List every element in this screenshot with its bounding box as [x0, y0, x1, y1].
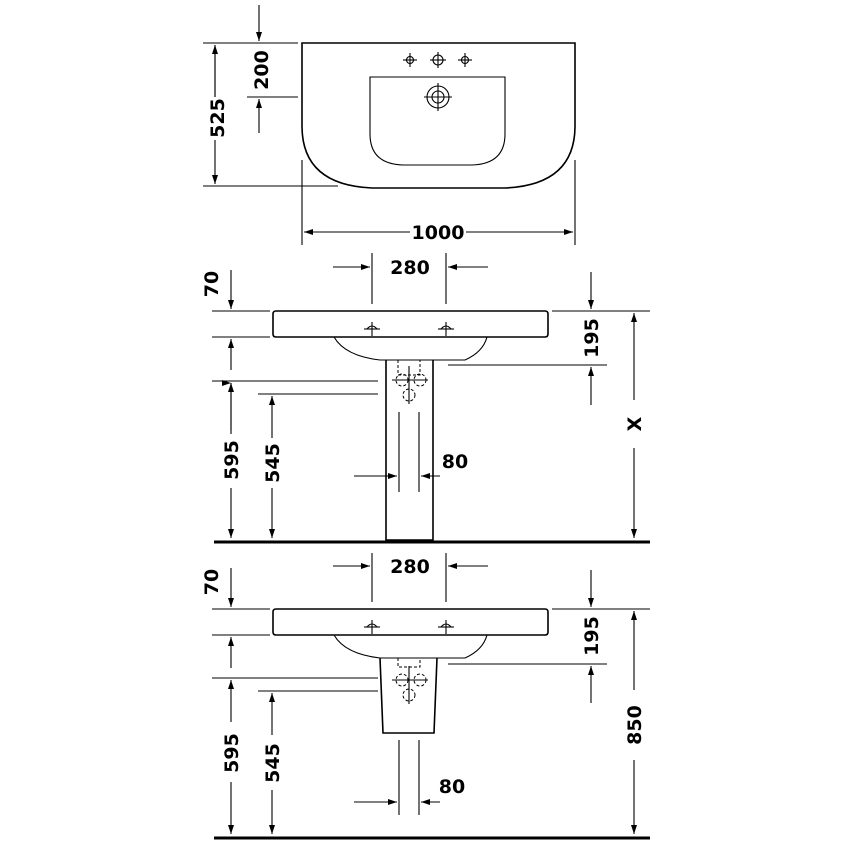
- bowl-outline-top: [369, 76, 506, 166]
- dim-overall-height: 850: [624, 705, 646, 745]
- dim-bowl-depth: 195: [581, 318, 603, 358]
- drain-hole-top: [424, 83, 452, 111]
- basin-rim-side: [272, 608, 549, 636]
- tap-holes-top: [403, 52, 472, 68]
- tap-marks-side: [364, 322, 454, 336]
- semi-pedestal: [379, 657, 438, 734]
- tap-marks-side: [364, 620, 454, 634]
- dim-drain-height-outer: 595: [221, 440, 243, 480]
- dim-drain-height-inner: 545: [262, 443, 284, 483]
- dim-drain-width: 80: [442, 451, 468, 473]
- dim-drain-width: 80: [439, 776, 465, 798]
- concealed-trap: [392, 658, 428, 704]
- bowl-underside-side: [333, 336, 488, 361]
- top-view: 525 200 1000: [203, 5, 576, 245]
- concealed-trap: [392, 360, 428, 404]
- basin-outline-top: [301, 42, 576, 189]
- pedestal-view: 280 70 195 X 595 545 80: [201, 253, 650, 544]
- dim-bowl-depth: 195: [581, 616, 603, 656]
- dim-depth-total: 525: [207, 98, 229, 138]
- dim-overall-height: X: [624, 416, 646, 431]
- dim-rim-thickness: 70: [201, 271, 223, 297]
- semi-pedestal-view: 280 70 195 850 595 545 80: [201, 553, 650, 840]
- pedestal-column: [385, 360, 434, 541]
- basin-rim-side: [272, 310, 549, 338]
- dim-tap-spacing: 280: [390, 556, 430, 578]
- dim-depth-to-tap: 200: [251, 50, 273, 90]
- dim-drain-height-inner: 545: [262, 743, 284, 783]
- dim-tap-spacing: 280: [390, 257, 430, 279]
- dim-drain-height-outer: 595: [221, 733, 243, 773]
- dim-rim-thickness: 70: [201, 569, 223, 595]
- bowl-underside-side: [333, 634, 488, 659]
- dim-width: 1000: [412, 222, 465, 244]
